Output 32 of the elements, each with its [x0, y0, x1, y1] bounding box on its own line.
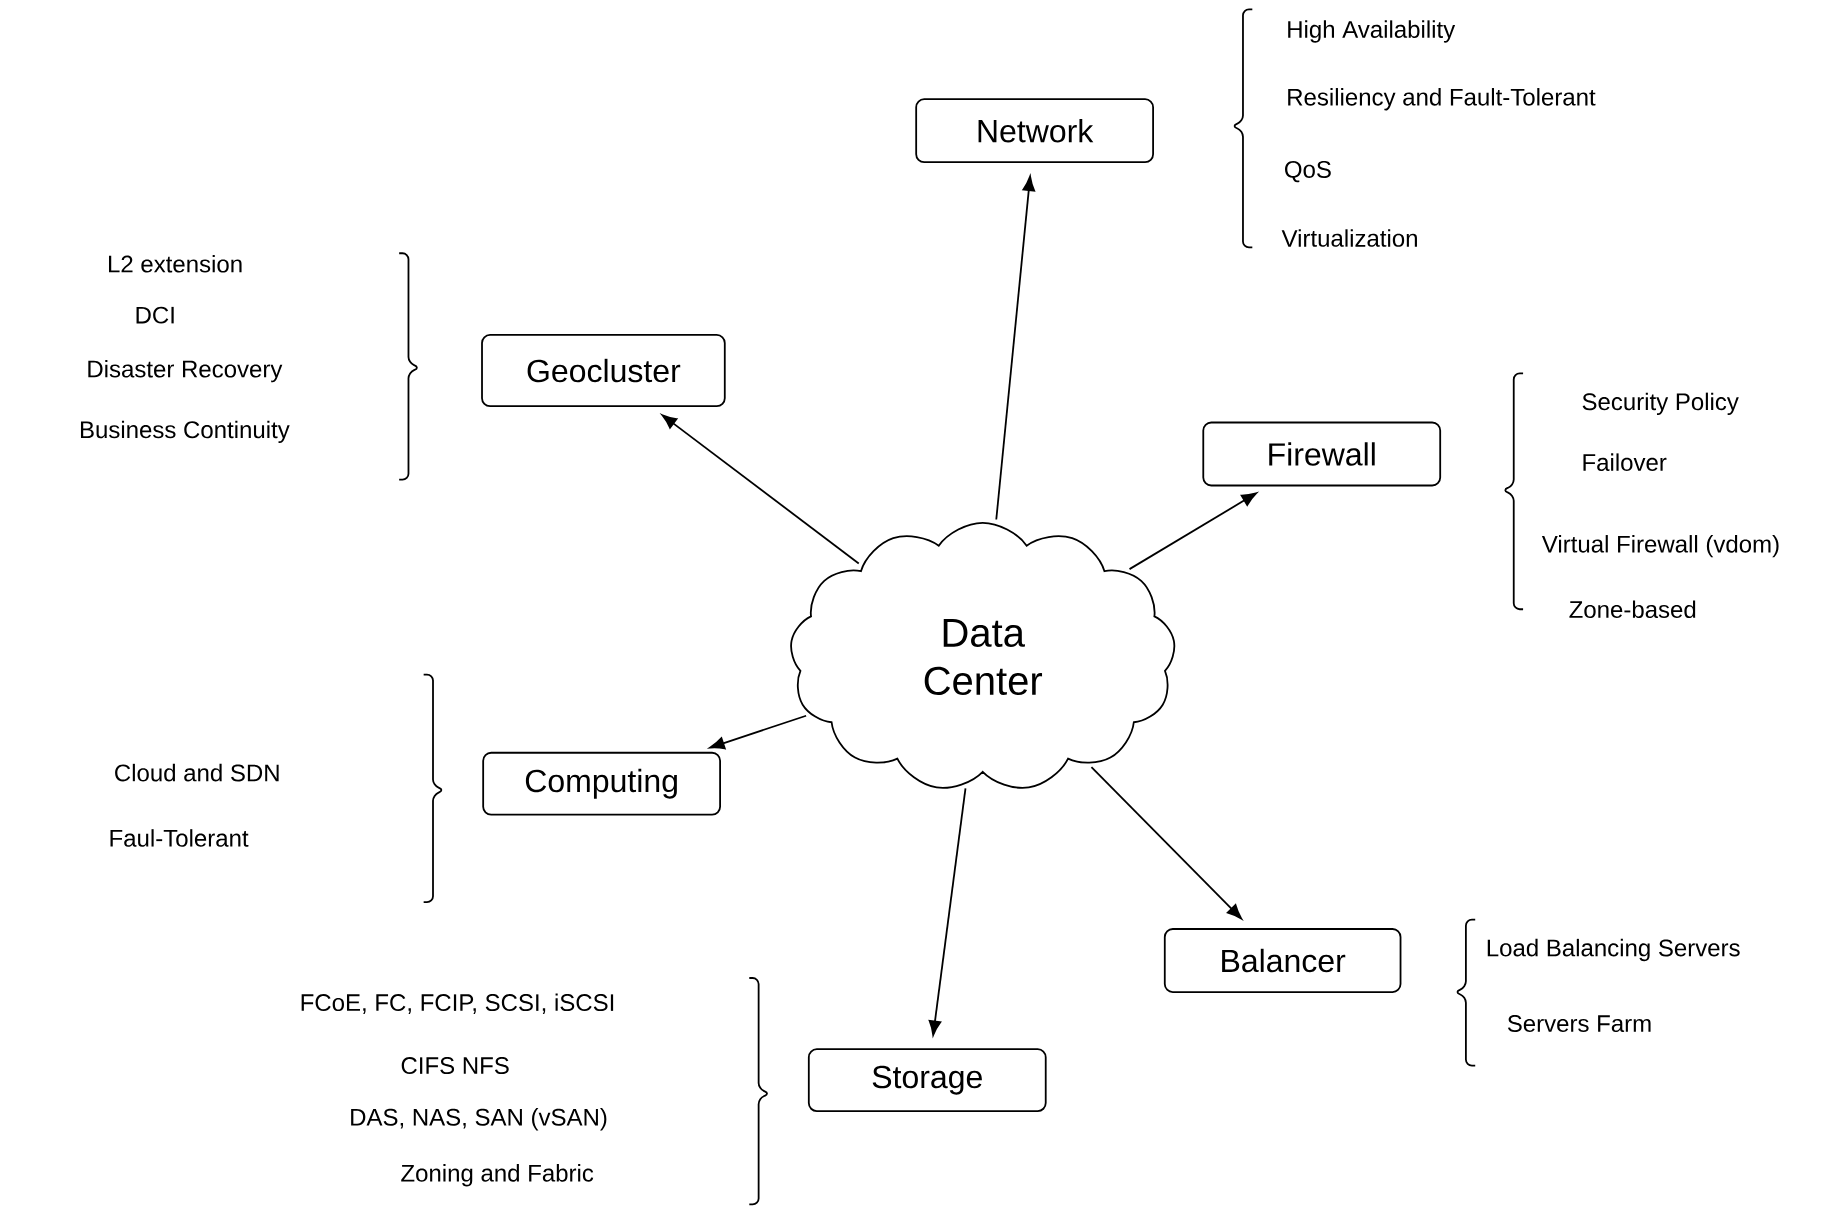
list-item: Zone-based: [1569, 600, 1696, 619]
list-item: Failover: [1583, 453, 1667, 472]
list-item: QoS: [1285, 161, 1331, 183]
list-item: L2 extension: [109, 255, 242, 273]
arrow: [1090, 766, 1243, 920]
list-item: Virtual Firewall (vdom): [1541, 535, 1779, 558]
process-box: Geocluster: [481, 334, 726, 408]
list-item: CIFS NFS: [401, 1057, 509, 1075]
arrow: [995, 175, 1036, 521]
list-item: Load Balancing Servers: [1487, 938, 1740, 962]
process-box: Firewall: [1202, 421, 1442, 487]
list-item: Disaster Recovery: [88, 360, 283, 383]
list-item: Cloud and SDN: [115, 763, 279, 782]
list-item: Business Continuity: [81, 420, 290, 444]
list-item: Zoning and Fabric: [401, 1164, 594, 1187]
list-item: DCI: [136, 306, 174, 324]
list-item: Resiliency and Fault-Tolerant: [1288, 88, 1596, 111]
list-item: DAS, NAS, SAN (vSAN): [351, 1108, 607, 1131]
process-box: Balancer: [1163, 928, 1402, 994]
process-box: Storage: [807, 1048, 1047, 1113]
list-item: High Availability: [1288, 20, 1456, 43]
list-item: Faul-Tolerant: [110, 829, 249, 847]
list-item: Security Policy: [1582, 392, 1739, 416]
arrow: [661, 414, 860, 565]
arrow: [1128, 492, 1257, 571]
process-box: Network: [915, 98, 1154, 164]
arrow: [709, 714, 808, 750]
list-item: Virtualization: [1281, 229, 1417, 247]
process-box: Computing: [482, 752, 721, 816]
arrow: [928, 787, 967, 1036]
list-item: Servers Farm: [1507, 1015, 1651, 1033]
list-item: FCoE, FC, FCIP, SCSI, iSCSI: [301, 993, 614, 1015]
